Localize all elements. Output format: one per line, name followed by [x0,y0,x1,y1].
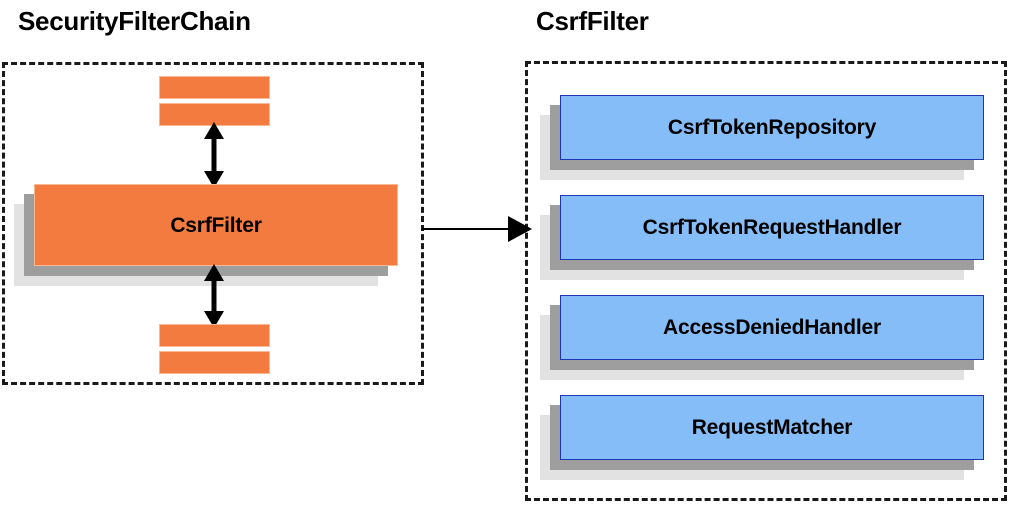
node-label: CsrfFilter [170,213,262,237]
arrow-right-icon [420,212,532,246]
group-box-security-filter-chain [2,62,424,385]
filter-stub-bar-above-1 [159,76,270,99]
node-face: CsrfTokenRequestHandler [560,195,984,260]
node-csrf-filter[interactable]: CsrfFilter [14,184,398,286]
node-face: RequestMatcher [560,395,984,460]
node-face: CsrfTokenRepository [560,95,984,160]
node-access-denied-handler[interactable]: AccessDeniedHandler [540,295,984,380]
page-title-security-filter-chain: SecurityFilterChain [18,6,251,36]
node-face: AccessDeniedHandler [560,295,984,360]
node-csrf-token-repository[interactable]: CsrfTokenRepository [540,95,984,180]
node-label: AccessDeniedHandler [663,316,881,339]
filter-stub-bar-below-2 [159,351,270,374]
node-label: RequestMatcher [691,416,853,439]
node-csrf-token-request-handler[interactable]: CsrfTokenRequestHandler [540,195,984,280]
page-title-csrf-filter: CsrfFilter [536,6,649,36]
node-label: CsrfTokenRepository [667,116,877,139]
node-label: CsrfTokenRequestHandler [642,216,902,239]
double-arrow-above-icon [196,122,232,188]
filter-stub-bar-below-1 [159,324,270,347]
group-box-csrf-filter [525,61,1007,501]
node-request-matcher[interactable]: RequestMatcher [540,395,984,480]
node-face: CsrfFilter [34,184,398,266]
double-arrow-below-icon [196,264,232,328]
